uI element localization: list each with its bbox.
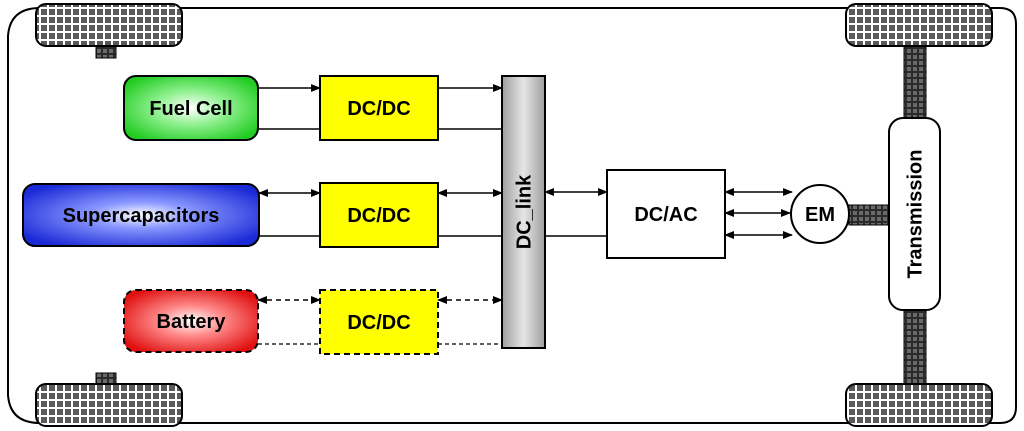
front-axle-bottom	[903, 309, 927, 393]
battery-label: Battery	[157, 311, 227, 333]
wheel-rear-left	[35, 3, 183, 47]
dcac-box	[606, 169, 726, 259]
dcdc-battery-box	[319, 289, 439, 355]
dcdc-fuel-cell-label: DC/DC	[347, 98, 410, 120]
dcdc-supercap-label: DC/DC	[347, 205, 410, 227]
supercapacitors-box	[22, 183, 260, 247]
fuel-cell-label: Fuel Cell	[149, 98, 232, 120]
dcdc-battery-label: DC/DC	[347, 312, 410, 334]
wheel-front-left	[845, 3, 993, 47]
electric-motor-label: EM	[805, 204, 835, 226]
dcac-label: DC/AC	[634, 204, 697, 226]
wheel-front-right	[845, 383, 993, 427]
motor-shaft	[848, 204, 890, 226]
dc-link-bar	[501, 75, 546, 349]
fuel-cell-box	[123, 75, 259, 141]
transmission-box	[888, 117, 941, 311]
transmission-label: Transmission	[905, 150, 927, 279]
supercapacitors-label: Supercapacitors	[63, 205, 220, 227]
battery-box	[123, 289, 259, 353]
dc-link-label: DC_link	[514, 174, 536, 249]
wheel-rear-right	[35, 383, 183, 427]
front-axle-top	[903, 41, 927, 125]
dcdc-supercap-box	[319, 182, 439, 248]
dcdc-fuel-cell-box	[319, 75, 439, 141]
electric-motor	[790, 184, 850, 244]
